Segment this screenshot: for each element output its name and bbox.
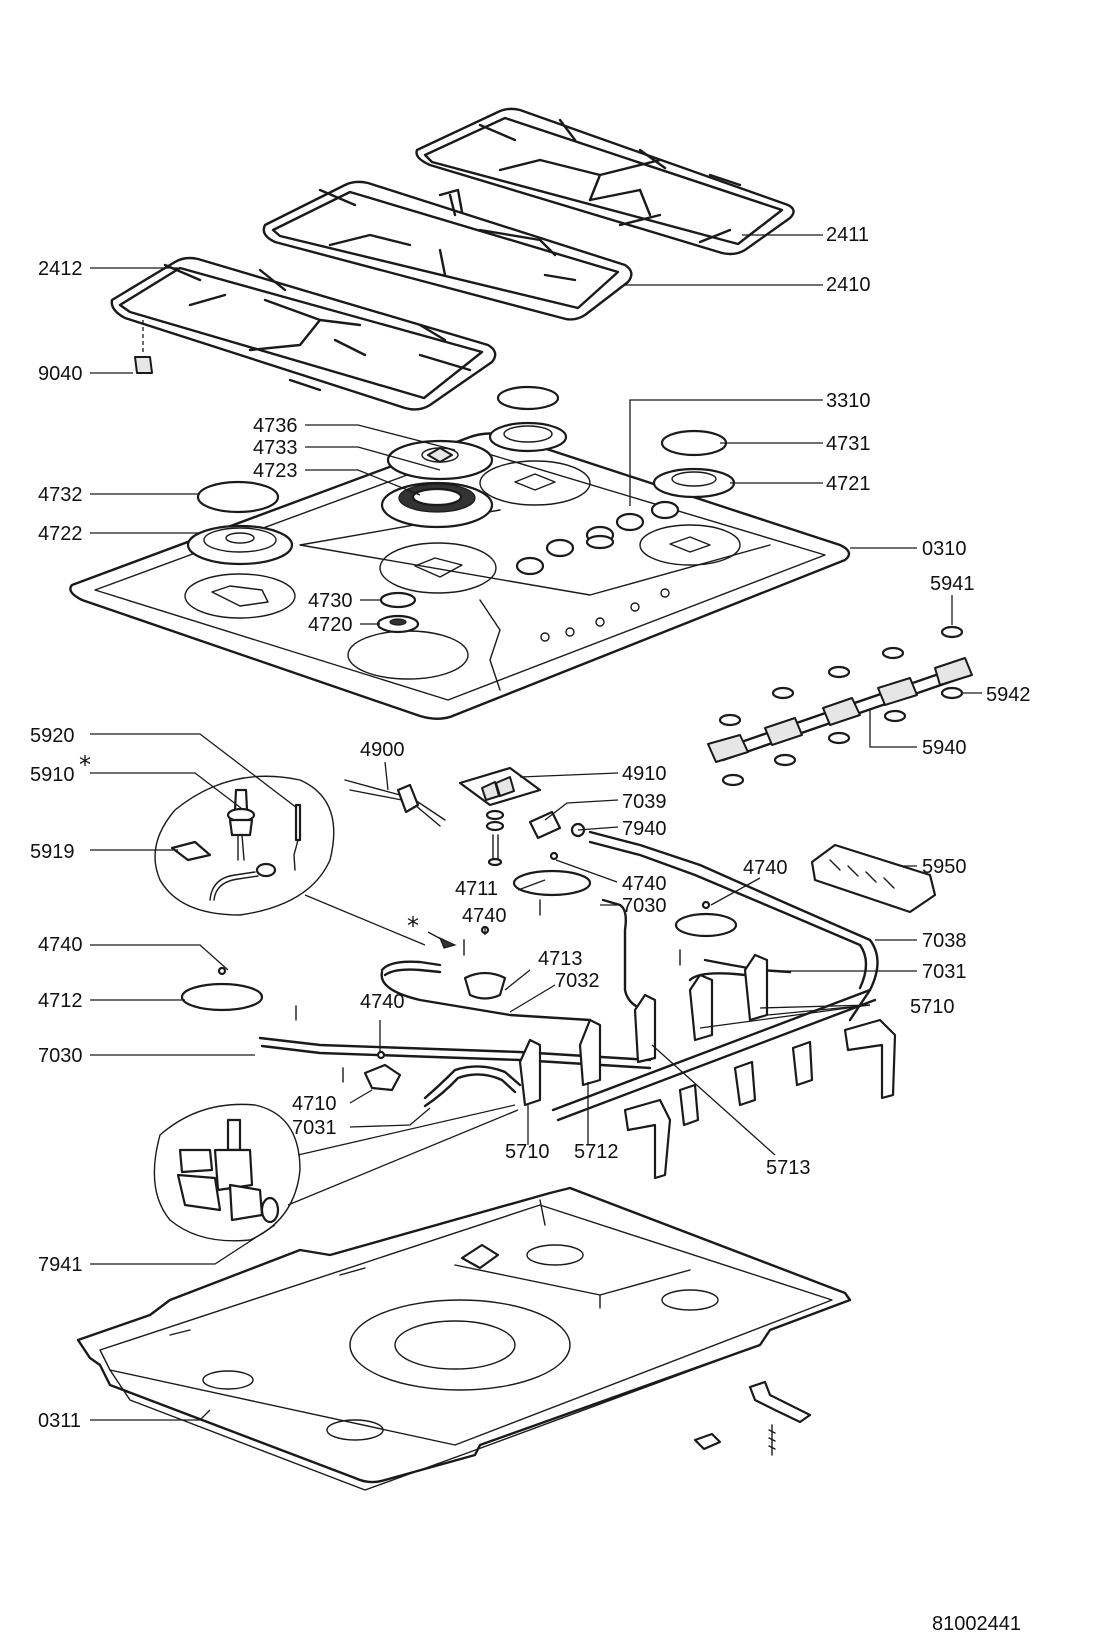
gas-inlet-7039 bbox=[528, 810, 879, 1022]
valve-detail bbox=[153, 1103, 519, 1242]
label-4740-a: 4740 bbox=[743, 857, 788, 879]
label-5941: 5941 bbox=[930, 573, 975, 595]
label-4720: 4720 bbox=[308, 614, 353, 636]
leader-lines bbox=[90, 234, 982, 1421]
label-4712: 4712 bbox=[38, 990, 83, 1012]
cable-clamp-4900 bbox=[344, 779, 446, 827]
label-2411: 2411 bbox=[826, 224, 869, 246]
label-4721: 4721 bbox=[826, 473, 871, 495]
burner-parts-top bbox=[186, 385, 736, 634]
label-7031-a: 7031 bbox=[922, 961, 967, 983]
drawing-number: 81002441 bbox=[932, 1613, 1021, 1635]
label-4910: 4910 bbox=[622, 763, 667, 785]
pan-support-2410 bbox=[262, 180, 633, 321]
spark-module-5950 bbox=[810, 843, 937, 914]
label-4711: 4711 bbox=[455, 878, 498, 900]
label-5942: 5942 bbox=[986, 684, 1031, 706]
label-4723: 4723 bbox=[253, 460, 298, 482]
label-5919: 5919 bbox=[30, 841, 75, 863]
star-marker-5910: * bbox=[79, 751, 91, 779]
thermocouple-detail bbox=[154, 775, 426, 946]
ignition-rail-5940 bbox=[707, 625, 973, 787]
loose-fittings bbox=[693, 1380, 812, 1456]
label-7032: 7032 bbox=[555, 970, 600, 992]
label-4732: 4732 bbox=[38, 484, 83, 506]
label-4740-b: 4740 bbox=[622, 873, 667, 895]
label-9040: 9040 bbox=[38, 363, 83, 385]
label-0310: 0310 bbox=[922, 538, 967, 560]
label-4730: 4730 bbox=[308, 590, 353, 612]
terminal-block-4910 bbox=[458, 766, 542, 867]
star-marker-valve: * bbox=[407, 912, 419, 940]
label-7941: 7941 bbox=[38, 1254, 83, 1276]
label-5710-b: 5710 bbox=[505, 1141, 550, 1163]
bottom-tray-0311 bbox=[76, 1186, 852, 1491]
label-4740-d: 4740 bbox=[38, 934, 83, 956]
label-7940: 7940 bbox=[622, 818, 667, 840]
label-3310: 3310 bbox=[826, 390, 871, 412]
pan-support-2412 bbox=[110, 256, 497, 411]
label-4731: 4731 bbox=[826, 433, 871, 455]
star-arrow bbox=[438, 936, 457, 949]
small-burners bbox=[180, 851, 738, 1092]
label-7031-b: 7031 bbox=[292, 1117, 337, 1139]
label-0311: 0311 bbox=[38, 1410, 81, 1432]
part-labels: 2411 2410 2412 9040 3310 4736 4733 4723 … bbox=[30, 224, 1031, 1635]
mounting-brackets bbox=[623, 1018, 897, 1180]
label-5712: 5712 bbox=[574, 1141, 619, 1163]
hob-top-0310 bbox=[69, 432, 851, 720]
label-5910: 5910 bbox=[30, 764, 75, 786]
pan-support-2411 bbox=[415, 107, 795, 256]
label-2410: 2410 bbox=[826, 274, 871, 296]
label-5713: 5713 bbox=[766, 1157, 811, 1179]
label-7030-b: 7030 bbox=[38, 1045, 83, 1067]
label-7039: 7039 bbox=[622, 791, 667, 813]
label-4740-c: 4740 bbox=[462, 905, 507, 927]
label-2412: 2412 bbox=[38, 258, 83, 280]
label-4736: 4736 bbox=[253, 415, 298, 437]
label-5920: 5920 bbox=[30, 725, 75, 747]
control-knobs bbox=[515, 500, 680, 576]
label-7030-a: 7030 bbox=[622, 895, 667, 917]
label-4740-e: 4740 bbox=[360, 991, 405, 1013]
label-4713: 4713 bbox=[538, 948, 583, 970]
label-5950: 5950 bbox=[922, 856, 967, 878]
label-4722: 4722 bbox=[38, 523, 83, 545]
label-4900: 4900 bbox=[360, 739, 405, 761]
clip-9040 bbox=[134, 320, 153, 374]
label-4710: 4710 bbox=[292, 1093, 337, 1115]
label-5940: 5940 bbox=[922, 737, 967, 759]
label-5710-a: 5710 bbox=[910, 996, 955, 1018]
label-7038: 7038 bbox=[922, 930, 967, 952]
label-4733: 4733 bbox=[253, 437, 298, 459]
